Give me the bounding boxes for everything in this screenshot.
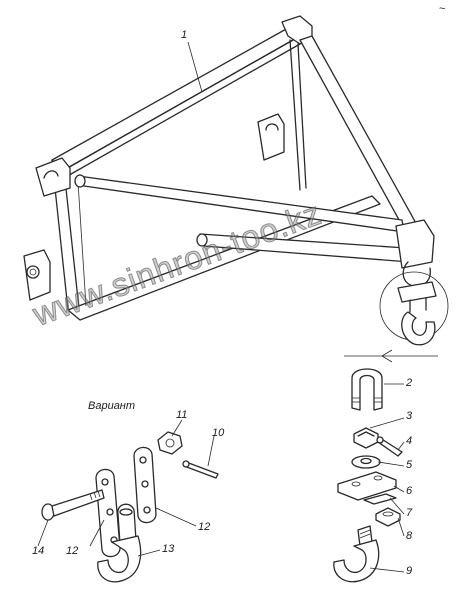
variant-caption: Вариант [88,400,136,412]
callout-8: 8 [406,530,413,542]
washer-7 [363,493,397,505]
callout-6: 6 [406,485,413,497]
u-bolt-2 [351,368,383,411]
callout-2: 2 [406,377,413,389]
callout-12-right: 12 [198,521,211,533]
callout-9: 9 [406,565,413,577]
callout-14: 14 [32,545,45,557]
callout-4: 4 [406,435,413,447]
lifting-frame [23,15,435,321]
corner-mark: ~ [439,3,446,15]
castle-nut-3 [353,427,379,449]
bolt-14 [41,489,105,521]
washer-5 [351,455,381,469]
leader-lines [37,41,405,573]
plate-6 [337,471,397,501]
plate-12-right [133,446,157,524]
callout-12-left: 12 [66,545,79,557]
hook-detail-circle [379,271,449,346]
callout-11: 11 [176,409,188,421]
cotter-pin-4 [376,436,403,457]
callout-1: 1 [181,29,188,41]
cotter-pin-10 [182,460,219,479]
callout-13: 13 [162,543,175,555]
callout-3: 3 [406,410,413,422]
hook-9 [333,525,380,583]
callout-7: 7 [406,507,413,519]
hook-13 [97,503,142,583]
callout-10: 10 [212,427,225,439]
nut-8 [375,507,401,527]
callout-5: 5 [406,459,413,471]
nut-11 [157,431,183,455]
